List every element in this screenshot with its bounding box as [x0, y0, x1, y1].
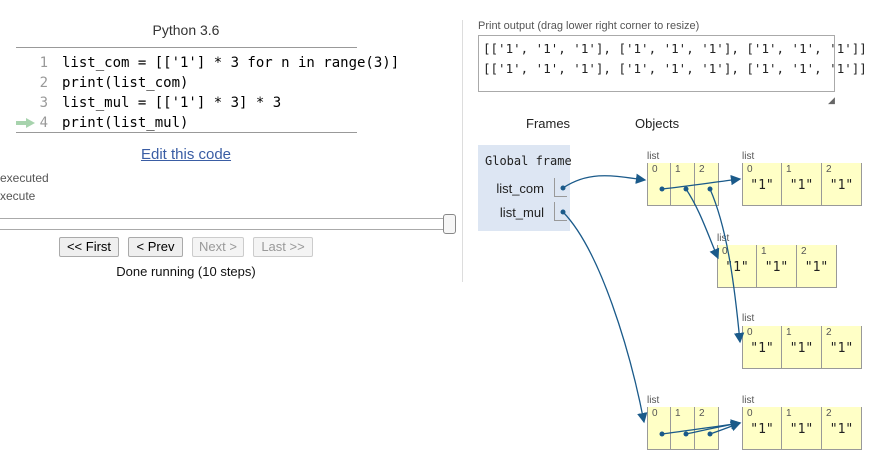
outer-list-com: 0 1 2	[647, 163, 719, 206]
index-label: 0	[722, 246, 728, 257]
arrow-list-com	[562, 173, 647, 189]
string-value: "1"	[804, 260, 829, 275]
index-label: 0	[652, 164, 658, 175]
pointer-dot	[659, 186, 665, 192]
inner-list-d: 0 "1" 1 "1" 2 "1"	[742, 407, 862, 450]
arrow-com-0	[661, 174, 742, 190]
string-value: "1"	[829, 178, 854, 193]
var-name-list-com: list_com	[496, 181, 544, 196]
string-value: "1"	[750, 178, 774, 193]
arrow-com-1	[685, 188, 720, 260]
run-status: Done running (10 steps)	[116, 264, 256, 279]
code-text: list_com = [['1'] * 3 for n in range(3)]	[62, 55, 400, 71]
string-value: "1"	[789, 178, 814, 193]
index-label: 1	[786, 408, 792, 419]
pointer-dot	[560, 209, 566, 215]
line-number: 2	[39, 75, 48, 91]
print-output-label: Print output (drag lower right corner to…	[478, 20, 700, 32]
string-value: "1"	[750, 341, 774, 356]
index-label: 2	[826, 164, 832, 175]
arrow-mul-2	[709, 421, 742, 435]
list-type-label: list	[647, 151, 660, 162]
var-name-list-mul: list_mul	[499, 205, 544, 220]
pointer-dot	[707, 431, 713, 437]
pointer-dot	[707, 186, 713, 192]
last-button[interactable]: Last >>	[253, 237, 313, 257]
inner-list-a: 0 "1" 1 "1" 2 "1"	[742, 163, 862, 206]
panel-divider	[462, 20, 463, 282]
line-number: 4	[39, 115, 48, 131]
list-type-label: list	[742, 395, 755, 406]
pointer-dot	[659, 431, 665, 437]
index-label: 1	[675, 408, 681, 419]
index-label: 1	[786, 327, 792, 338]
arrow-com-2	[709, 188, 745, 344]
string-value: "1"	[789, 422, 814, 437]
slider-handle[interactable]	[443, 214, 456, 234]
index-label: 1	[786, 164, 792, 175]
index-label: 2	[801, 246, 807, 257]
var-value-list-com	[554, 178, 567, 197]
code-line-3: 3 list_mul = [['1'] * 3] * 3	[16, 93, 357, 113]
language-label: Python 3.6	[152, 22, 220, 38]
current-line-arrow-icon	[16, 118, 35, 128]
code-text: list_mul = [['1'] * 3] * 3	[62, 95, 282, 111]
print-output-box[interactable]: [['1', '1', '1'], ['1', '1', '1'], ['1',…	[478, 35, 867, 92]
index-label: 0	[747, 408, 753, 419]
index-label: 2	[826, 327, 832, 338]
code-line-1: 1 list_com = [['1'] * 3 for n in range(3…	[16, 53, 400, 73]
string-value: "1"	[789, 341, 814, 356]
list-type-label: list	[647, 395, 660, 406]
next-button[interactable]: Next >	[192, 237, 244, 257]
arrow-list-mul	[562, 211, 648, 424]
index-label: 2	[699, 164, 705, 175]
index-label: 2	[699, 408, 705, 419]
first-button[interactable]: << First	[59, 237, 119, 257]
prev-button[interactable]: < Prev	[128, 237, 183, 257]
code-line-4: 4 print(list_mul)	[16, 113, 357, 133]
string-value: "1"	[750, 422, 774, 437]
line-number: 1	[39, 55, 48, 71]
index-label: 1	[675, 164, 681, 175]
index-label: 1	[761, 246, 767, 257]
index-label: 0	[747, 327, 753, 338]
index-label: 0	[747, 164, 753, 175]
inner-list-b: 0"1" 1"1" 2"1"	[717, 245, 837, 288]
objects-header: Objects	[635, 116, 680, 131]
code-text: print(list_mul)	[62, 115, 189, 131]
pointer-dot	[683, 186, 689, 192]
frame-title: Global frame	[485, 154, 572, 168]
string-value: "1"	[829, 341, 854, 356]
legend-executed: executed	[0, 171, 49, 185]
index-label: 0	[652, 408, 658, 419]
var-value-list-mul	[554, 202, 567, 221]
inner-list-c: 0 "1" 1 "1" 2 "1"	[742, 326, 862, 369]
index-label: 2	[826, 408, 832, 419]
pointer-dot	[560, 185, 566, 191]
code-text: print(list_com)	[62, 75, 189, 91]
string-value: "1"	[764, 260, 789, 275]
list-type-label: list	[742, 313, 755, 324]
string-value: "1"	[829, 422, 854, 437]
edit-code-link[interactable]: Edit this code	[140, 146, 232, 163]
list-type-label: list	[717, 233, 730, 244]
legend-execute: xecute	[0, 189, 36, 203]
code-listing: 1 list_com = [['1'] * 3 for n in range(3…	[16, 47, 400, 133]
pointer-dot	[683, 431, 689, 437]
frames-header: Frames	[526, 116, 571, 131]
code-line-2: 2 print(list_com)	[16, 73, 357, 93]
resize-grip-icon[interactable]: ◢	[828, 95, 835, 105]
list-type-label: list	[742, 151, 755, 162]
line-number: 3	[39, 95, 48, 111]
